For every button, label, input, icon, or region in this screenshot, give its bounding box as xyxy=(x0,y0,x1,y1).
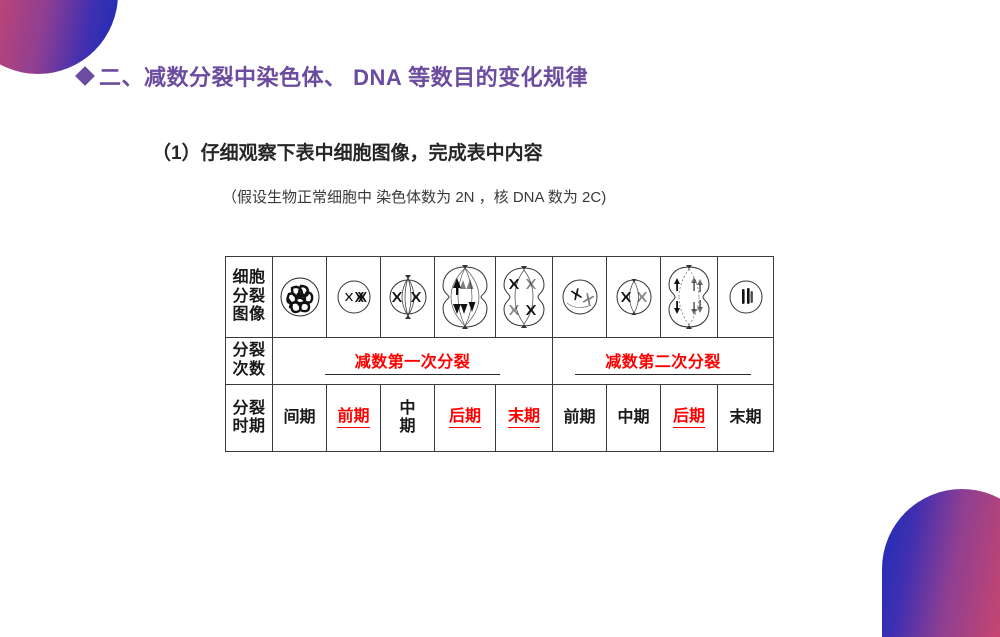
meiosis-table: 细胞 分裂 图像 xyxy=(225,256,774,452)
cell-image-telophase-ii-single-chromatids xyxy=(717,256,774,338)
row-header-line: 分裂 xyxy=(232,399,266,417)
decorative-corner-bottom-right xyxy=(882,489,1000,637)
row-header-line: 细胞 xyxy=(232,268,266,286)
cell-image-metaphase-i-spindle-equator xyxy=(380,256,435,338)
page-title-text: 二、减数分裂中染色体、 DNA 等数目的变化规律 xyxy=(99,65,589,90)
phase-label: 间期 xyxy=(283,408,316,426)
phase-label: 中期 xyxy=(617,408,650,426)
cell-image-anaphase-ii-sisters-separating xyxy=(660,256,718,338)
row-header-cell-counts: 分裂 次数 xyxy=(225,337,273,385)
division-count-meiosis-i: 减数第一次分裂 xyxy=(272,337,553,385)
question-note: （假设生物正常细胞中 染色体数为 2N ，核 DNA 数为 2C) xyxy=(222,189,607,206)
row-header-line: 分裂 xyxy=(232,342,266,360)
phase-label: 后期 xyxy=(672,408,705,429)
cell-image-prophase-ii-scattered xyxy=(552,256,607,338)
cell-image-metaphase-ii-equator xyxy=(606,256,661,338)
cell-image-anaphase-i-homologs-separating xyxy=(434,256,496,338)
division-count-label: 减数第一次分裂 xyxy=(324,348,501,375)
diamond-bullet-icon xyxy=(75,66,95,86)
division-count-meiosis-ii: 减数第二次分裂 xyxy=(552,337,774,385)
table-row-division-counts: 分裂 次数 减数第一次分裂 减数第二次分裂 xyxy=(225,337,774,385)
row-header-line: 分裂 xyxy=(232,287,266,305)
phase-cell-9: 末期 xyxy=(717,384,774,452)
table-row-images: 细胞 分裂 图像 xyxy=(225,256,774,338)
row-header-line: 时期 xyxy=(232,418,266,435)
row-header-line: 次数 xyxy=(232,361,266,378)
phase-cell-7: 中期 xyxy=(606,384,661,452)
cell-image-interphase-chromatin-tangle xyxy=(272,256,327,338)
phase-label: 末期 xyxy=(507,408,540,429)
phase-cell-1: 间期 xyxy=(272,384,327,452)
row-header-line: 图像 xyxy=(232,306,266,324)
meiosis-table-wrapper: 细胞 分裂 图像 xyxy=(225,256,774,452)
cell-image-prophase-i-paired-chromosomes xyxy=(326,256,381,338)
row-header-cell-images: 细胞 分裂 图像 xyxy=(225,256,273,338)
phase-cell-3: 中期 xyxy=(380,384,435,452)
phase-label: 末期 xyxy=(729,408,762,426)
phase-label: 前期 xyxy=(563,408,596,426)
phase-cell-6: 前期 xyxy=(552,384,607,452)
phase-cell-8: 后期 xyxy=(660,384,718,452)
cell-image-telophase-i-two-cells xyxy=(495,256,553,338)
phase-cell-2: 前期 xyxy=(326,384,381,452)
phase-label: 前期 xyxy=(337,408,370,429)
row-header-cell-phases: 分裂 时期 xyxy=(225,384,273,452)
phase-cell-4: 后期 xyxy=(434,384,496,452)
page-title: 二、减数分裂中染色体、 DNA 等数目的变化规律 xyxy=(75,60,589,92)
phase-cell-5: 末期 xyxy=(495,384,553,452)
question-text: （1）仔细观察下表中细胞图像，完成表中内容 xyxy=(152,143,543,164)
phase-label: 后期 xyxy=(448,408,481,429)
table-row-phases: 分裂 时期 间期 前期 中期 后期 末期 前 xyxy=(225,384,774,452)
phase-label: 中期 xyxy=(399,399,416,435)
division-count-label: 减数第二次分裂 xyxy=(575,348,751,375)
